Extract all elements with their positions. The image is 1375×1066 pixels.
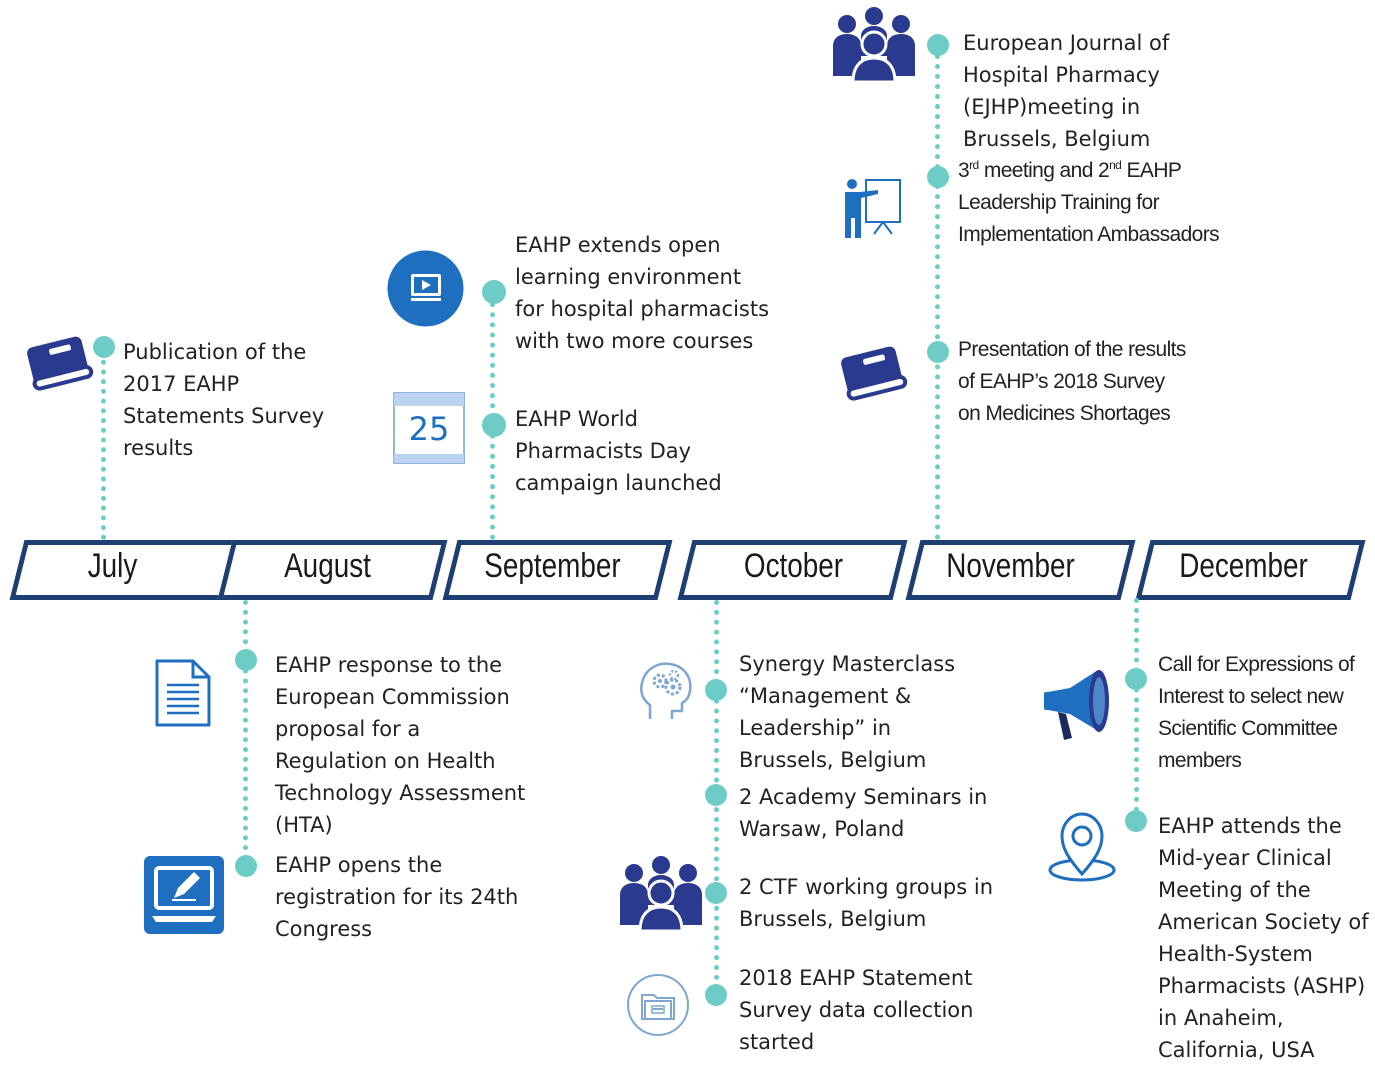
- dot-oct-4: [705, 984, 727, 1006]
- calendar-icon: 25: [393, 392, 465, 464]
- dot-nov-1: [927, 34, 949, 56]
- event-oct-1: Synergy Masterclass “Management & Leader…: [739, 652, 956, 772]
- file-drawer-icon: [627, 974, 689, 1036]
- event-nov-3: Presentation of the results of EAHP’s 20…: [958, 338, 1186, 425]
- dot-nov-3: [927, 341, 949, 363]
- location-pin-icon: [1048, 812, 1116, 882]
- dot-oct-1: [705, 679, 727, 701]
- event-aug-1: EAHP response to the European Commission…: [275, 653, 526, 837]
- connector-november: [935, 44, 940, 540]
- event-nov-2-part1: 3: [958, 159, 970, 182]
- event-nov-2-part2: meeting and 2: [978, 159, 1110, 182]
- calendar-number: 25: [408, 410, 450, 448]
- megaphone-icon: [1044, 670, 1109, 740]
- dot-oct-2: [705, 784, 727, 806]
- month-label-november: November: [946, 547, 1075, 585]
- month-label-august: August: [284, 547, 371, 585]
- laptop-edit-icon: [144, 856, 224, 934]
- event-nov-2: 3rd meeting and 2nd EAHP Leadership Trai…: [958, 155, 1228, 251]
- presenter-icon: [845, 179, 901, 238]
- event-july-1: Publication of the 2017 EAHP Statements …: [123, 340, 325, 460]
- people-group-icon: [833, 7, 915, 82]
- event-aug-2: EAHP opens the registration for its 24th…: [275, 853, 519, 941]
- connector-august: [243, 600, 248, 870]
- month-label-september: September: [484, 547, 621, 585]
- event-sep-2: EAHP World Pharmacists Day campaign laun…: [515, 407, 722, 495]
- connector-december: [1134, 598, 1139, 822]
- dot-july-1: [93, 336, 115, 358]
- month-label-october: October: [743, 547, 844, 585]
- book-icon: [841, 346, 908, 401]
- month-label-december: December: [1179, 547, 1308, 585]
- calendar-frame-icon: [393, 392, 465, 464]
- dot-aug-1: [235, 649, 257, 671]
- dot-aug-2: [235, 855, 257, 877]
- event-dec-2: EAHP attends the Mid-year Clinical Meeti…: [1158, 814, 1369, 1062]
- dot-sep-2: [482, 413, 506, 437]
- event-nov-2-part3: EAHP Leadership Training for Implementat…: [958, 159, 1220, 246]
- document-icon: [155, 659, 211, 727]
- dot-sep-1: [482, 280, 506, 304]
- book-icon: [27, 336, 94, 391]
- event-oct-4: 2018 EAHP Statement Survey data collecti…: [739, 966, 974, 1054]
- event-sep-1: EAHP extends open learning environment f…: [515, 233, 770, 353]
- dot-dec-2: [1125, 810, 1147, 832]
- dot-oct-3: [705, 882, 727, 904]
- brain-gears-icon: [640, 662, 692, 719]
- event-nov-2-sup2: nd: [1109, 158, 1122, 172]
- event-dec-1: Call for Expressions of Interest to sele…: [1158, 653, 1355, 772]
- people-group-icon: [620, 856, 702, 931]
- dot-dec-1: [1125, 668, 1147, 690]
- event-nov-1: European Journal of Hospital Pharmacy (E…: [963, 31, 1170, 151]
- connector-july: [101, 350, 106, 540]
- event-oct-3: 2 CTF working groups in Brussels, Belgiu…: [739, 875, 993, 931]
- event-oct-2: 2 Academy Seminars in Warsaw, Poland: [739, 785, 988, 841]
- month-label-july: July: [87, 547, 138, 585]
- video-play-icon: [387, 250, 464, 327]
- dot-nov-2: [927, 166, 949, 188]
- event-nov-2-sup1: rd: [969, 158, 979, 172]
